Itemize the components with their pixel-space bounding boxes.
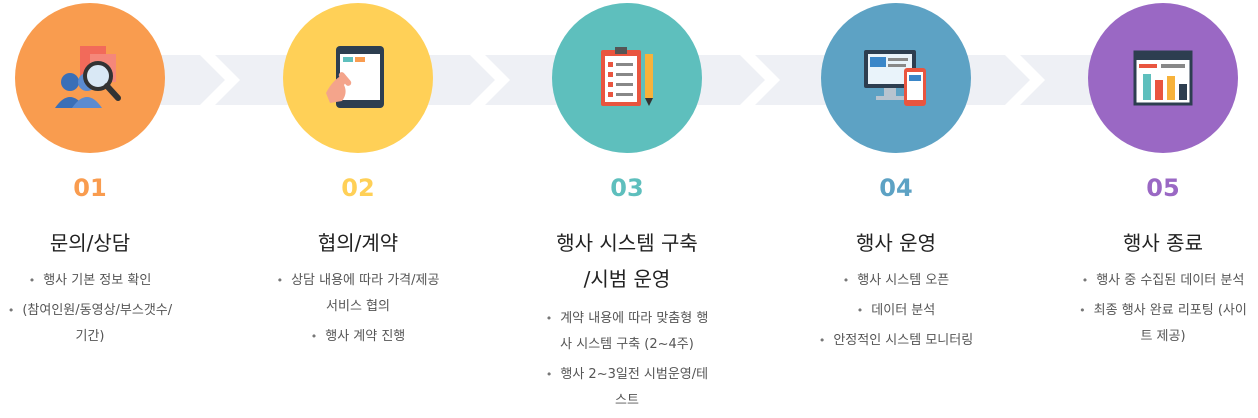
step-title-line: 협의/계약 [317,231,399,255]
step-bullet-item: 최종 행사 완료 리포팅 (사이트 제공) [1076,298,1251,350]
checklist-pencil-icon [587,38,667,118]
step-bullet-list: 상담 내용에 따라 가격/제공 서비스 협의행사 계약 진행 [271,268,446,354]
step-bullet-item: 계약 내용에 따라 맞춤형 행사 시스템 구축 (2~4주) [542,306,712,358]
report-dashboard-icon [1123,38,1203,118]
step-title-line: /시범 운영 [583,267,671,291]
step-number: 02 [341,174,375,202]
step-circle [1088,3,1238,153]
step-bullet-list: 계약 내용에 따라 맞춤형 행사 시스템 구축 (2~4주)행사 2~3일전 시… [542,306,712,418]
step-title-line: 행사 시스템 구축 [556,231,698,255]
step-title-line: 문의/상담 [49,231,131,255]
step-bullet-item: 행사 시스템 오픈 [796,268,996,294]
tablet-touch-icon [318,38,398,118]
consultation-magnifier-icon [50,38,130,118]
step-number: 03 [610,174,644,202]
step-number: 04 [879,174,913,202]
monitor-mobile-icon [856,38,936,118]
step-bullet-list: 행사 시스템 오픈데이터 분석안정적인 시스템 모니터링 [796,268,996,358]
step-bullet-item: 행사 계약 진행 [271,324,446,350]
step-title: 행사 시스템 구축/시범 운영 [507,225,747,297]
step-bullet-list: 행사 중 수집된 데이터 분석최종 행사 완료 리포팅 (사이트 제공) [1076,268,1251,354]
step-title: 행사 종료 [1043,225,1258,261]
step-title-line: 행사 종료 [1123,231,1203,255]
step-title: 문의/상담 [0,225,210,261]
step-title: 협의/계약 [238,225,478,261]
step-bullet-list: 행사 기본 정보 확인 (참여인원/동영상/부스갯수/기간) [5,268,175,354]
step-circle [283,3,433,153]
step-bullet-item: 상담 내용에 따라 가격/제공 서비스 협의 [271,268,446,320]
step-bullet-item: 데이터 분석 [796,298,996,324]
step-title-line: 행사 운영 [856,231,936,255]
step-number: 05 [1146,174,1180,202]
step-bullet-item: 행사 2~3일전 시범운영/테스트 [542,362,712,414]
step-bullet-item: 안정적인 시스템 모니터링 [796,328,996,354]
step-number: 01 [73,174,107,202]
step-circle [821,3,971,153]
step-circle [15,3,165,153]
step-circle [552,3,702,153]
step-bullet-item: 행사 중 수집된 데이터 분석 [1076,268,1251,294]
step-bullet-item: 행사 기본 정보 확인 [5,268,175,294]
step-bullet-item: (참여인원/동영상/부스갯수/기간) [5,298,175,350]
step-title: 행사 운영 [776,225,1016,261]
